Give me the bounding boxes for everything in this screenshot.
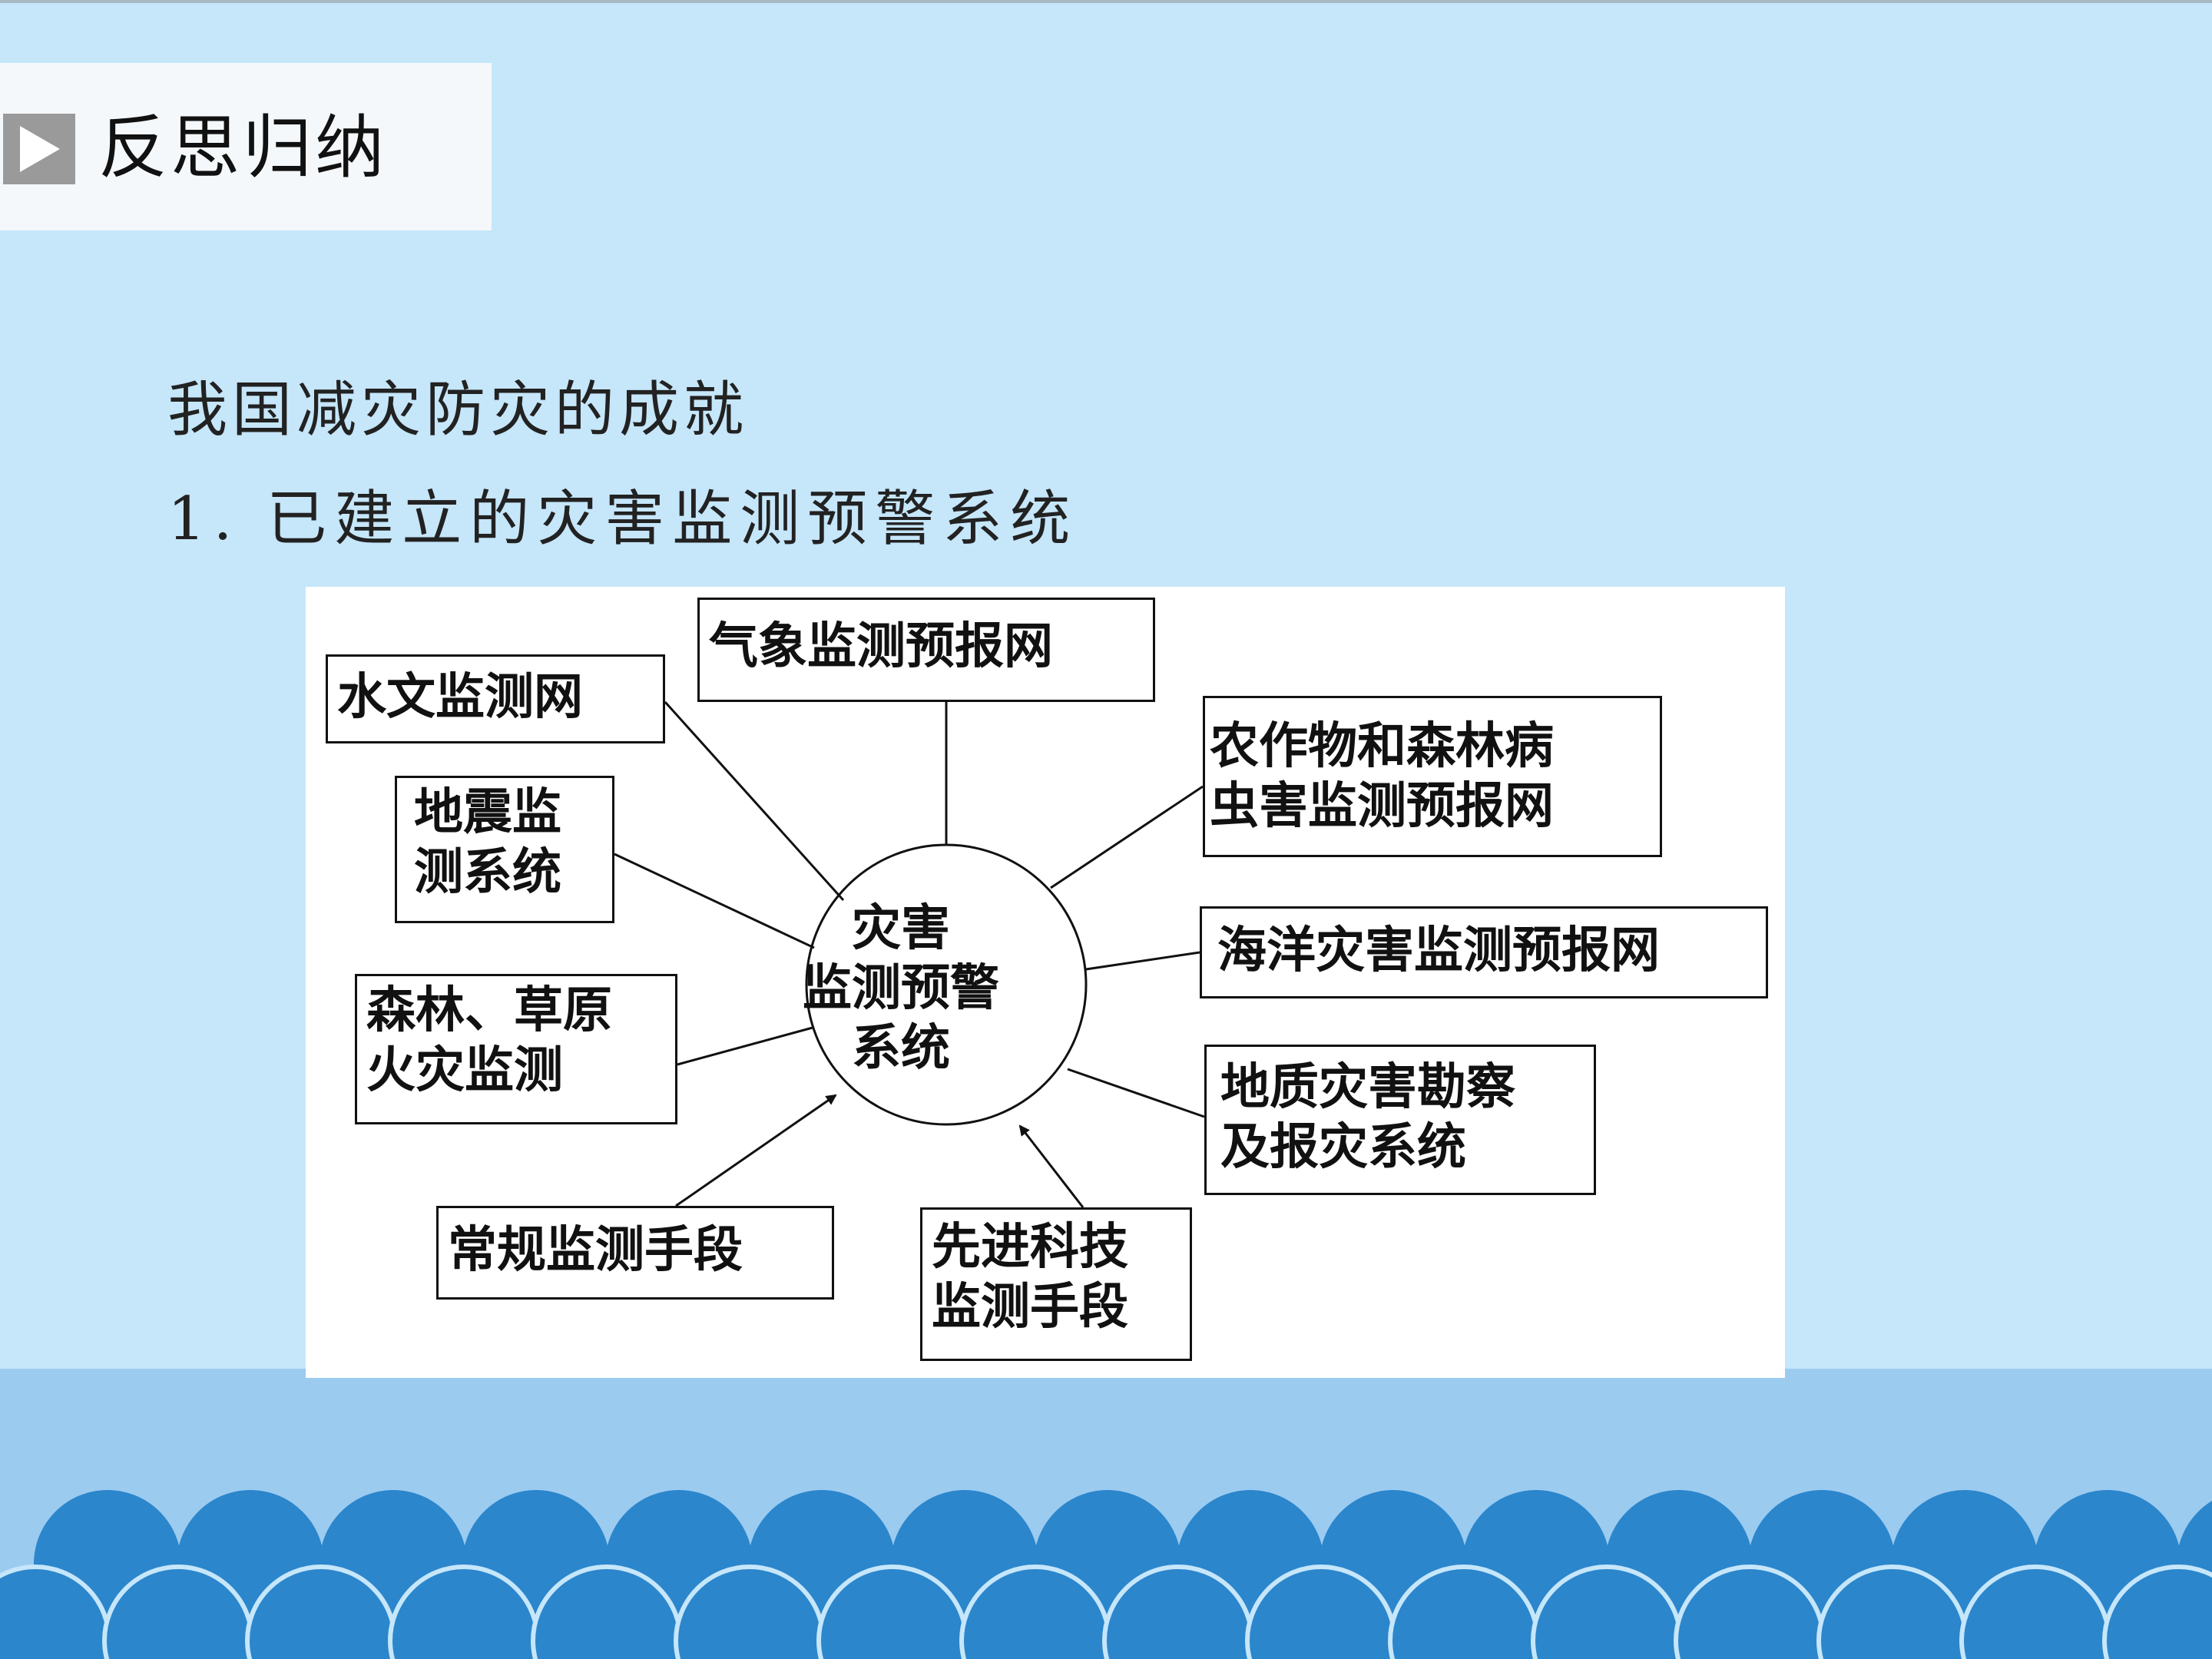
node-conventional: 常规监测手段 bbox=[436, 1206, 834, 1300]
wave-front bbox=[2102, 1565, 2212, 1659]
play-icon bbox=[3, 114, 75, 184]
top-border bbox=[0, 0, 2212, 3]
center-label: 灾害 监测预警 系统 bbox=[803, 899, 999, 1077]
node-earthquake: 地震监 测系统 bbox=[395, 776, 614, 923]
link-geological bbox=[1067, 1068, 1205, 1118]
link-marine bbox=[1085, 951, 1200, 971]
link-crop-pest bbox=[1050, 785, 1204, 889]
node-marine: 海洋灾害监测预报网 bbox=[1200, 906, 1768, 998]
diagram-panel: 灾害 监测预警 系统 气象监测预报网 水文监测网 地震监 测系统 森林、草原 火… bbox=[306, 587, 1785, 1378]
header-panel bbox=[0, 63, 492, 230]
node-hydrology: 水文监测网 bbox=[326, 654, 665, 743]
content-heading: 我国减灾防灾的成就 bbox=[167, 376, 749, 445]
node-forest-fire: 森林、草原 火灾监测 bbox=[355, 974, 677, 1124]
node-crop-pest: 农作物和森林病 虫害监测预报网 bbox=[1203, 696, 1662, 857]
diagram-connectors bbox=[614, 700, 1205, 1208]
arrow-conventional bbox=[675, 1094, 837, 1207]
node-meteorology: 气象监测预报网 bbox=[697, 598, 1155, 702]
link-hydrology bbox=[664, 700, 845, 902]
section-title: 反思归纳 bbox=[98, 108, 387, 188]
link-forest-fire bbox=[677, 1026, 813, 1066]
wave-decoration bbox=[0, 1490, 2212, 1659]
node-advanced: 先进科技 监测手段 bbox=[920, 1207, 1192, 1361]
content-item-1: 1. 已建立的灾害监测预警系统 bbox=[167, 485, 1078, 554]
arrow-advanced bbox=[1018, 1124, 1084, 1208]
node-geological: 地质灾害勘察 及报灾系统 bbox=[1204, 1045, 1596, 1195]
link-earthquake bbox=[614, 853, 815, 949]
